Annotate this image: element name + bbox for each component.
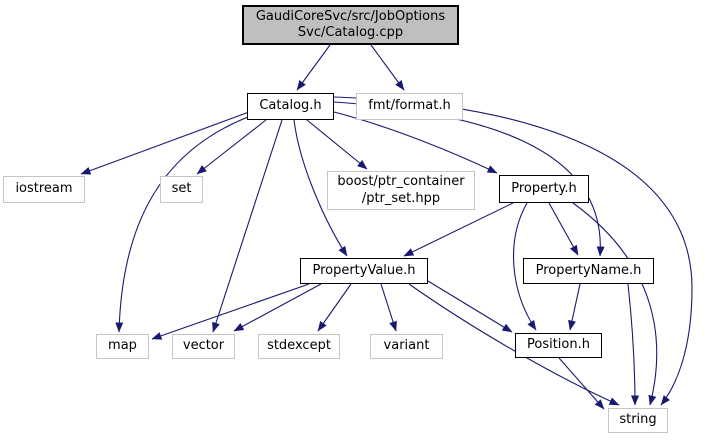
node-set: set (160, 176, 203, 203)
edge-propertyvalue-h-to-variant (380, 283, 397, 332)
edge-propertyvalue-h-to-position-h (427, 280, 513, 333)
node-vector: vector (172, 334, 235, 359)
node-label: boost/ptr_container /ptr_set.hpp (337, 174, 465, 206)
edge-catalog-h-to-string (333, 96, 693, 406)
edge-property-h-to-propertyname-h (548, 202, 579, 256)
node-label: stdexcept (267, 338, 331, 354)
node-label: GaudiCoreSvc/src/JobOptions Svc/Catalog.… (255, 8, 446, 40)
edge-catalog-h-to-set (196, 119, 267, 175)
edge-property-h-to-string (572, 202, 658, 406)
edge-propertyname-h-to-string (627, 283, 639, 406)
node-label: Property.h (511, 180, 577, 196)
edge-propertyvalue-h-to-vector (233, 283, 322, 332)
edge-catalog-cpp-to-catalog-h (296, 44, 331, 91)
node-propertyvalue-h[interactable]: PropertyValue.h (300, 258, 428, 284)
node-catalog-h[interactable]: Catalog.h (247, 93, 334, 120)
node-label: iostream (15, 181, 73, 197)
node-label: variant (383, 338, 430, 354)
edge-catalog-h-to-map (115, 116, 249, 333)
node-catalog-cpp: GaudiCoreSvc/src/JobOptions Svc/Catalog.… (242, 5, 459, 45)
node-variant: variant (370, 334, 443, 359)
edge-catalog-h-to-propertyvalue-h (293, 119, 348, 257)
edge-catalog-h-to-boost-ptr-set (306, 119, 368, 170)
node-label: vector (182, 338, 225, 354)
edge-catalog-h-to-iostream (80, 111, 250, 175)
node-iostream: iostream (3, 176, 85, 203)
node-label: map (108, 338, 137, 354)
node-label: PropertyName.h (535, 262, 642, 278)
edge-catalog-h-to-vector (212, 119, 283, 333)
edge-property-h-to-propertyvalue-h (403, 202, 514, 257)
node-label: set (171, 181, 192, 197)
node-boost-ptr-set: boost/ptr_container /ptr_set.hpp (327, 171, 475, 210)
edge-position-h-to-string (558, 357, 605, 410)
node-propertyname-h[interactable]: PropertyName.h (523, 258, 654, 284)
edge-propertyvalue-h-to-map (151, 283, 310, 340)
node-string: string (608, 408, 668, 433)
node-map: map (96, 334, 149, 359)
edges-group (80, 44, 693, 410)
node-label: fmt/format.h (368, 98, 451, 114)
edge-catalog-h-to-property-h (333, 111, 498, 174)
edge-property-h-to-position-h (513, 202, 537, 331)
node-label: Catalog.h (259, 98, 322, 114)
node-position-h[interactable]: Position.h (515, 333, 602, 358)
node-stdexcept: stdexcept (258, 334, 340, 359)
edge-catalog-cpp-to-fmt-format-h (370, 44, 405, 91)
node-label: Position.h (527, 337, 590, 353)
node-label: PropertyValue.h (312, 262, 416, 278)
edge-propertyvalue-h-to-stdexcept (317, 283, 352, 332)
edge-propertyname-h-to-position-h (568, 283, 581, 331)
node-label: string (619, 412, 657, 428)
node-property-h[interactable]: Property.h (499, 175, 589, 203)
node-fmt-format-h: fmt/format.h (356, 93, 463, 120)
